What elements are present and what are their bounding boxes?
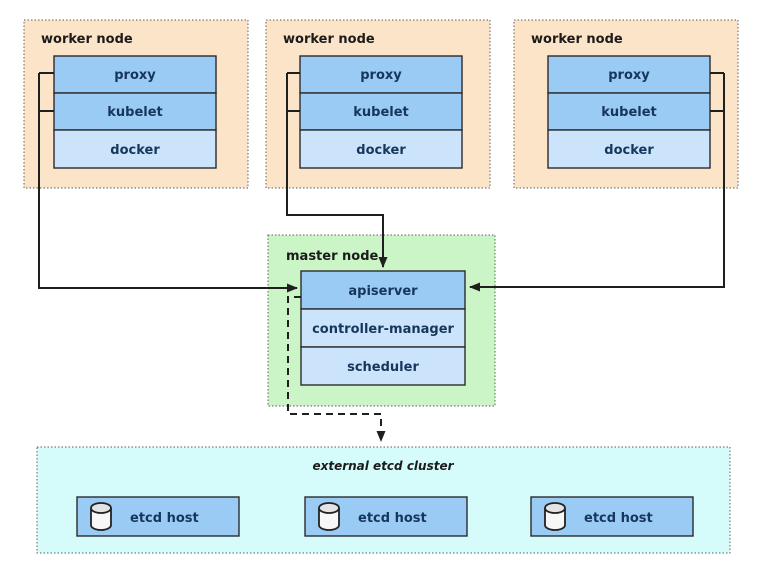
worker-2-docker-box [299,129,463,169]
worker-3-docker-label: docker [604,143,654,158]
worker-1-bracket-stubs [39,72,54,112]
worker-1-docker-box [53,129,217,169]
etcd-host-3: etcd host [530,496,694,537]
etcd-host-1-label: etcd host [130,511,199,526]
master-scheduler-box [300,346,466,386]
worker-3-docker-box [547,129,711,169]
worker-2-kubelet-label: kubelet [353,105,409,120]
worker-3-bracket-stubs [710,72,724,112]
worker-node-3-title: worker node [531,32,623,47]
worker-1-proxy-label: proxy [114,68,156,83]
worker-2-bracket-stubs [287,72,300,112]
worker-3-proxy-box [547,55,711,94]
worker-1-to-apiserver-arrow [38,73,298,293]
etcd-host-2: etcd host [304,496,468,537]
worker-3-proxy-label: proxy [608,68,650,83]
worker-node-3: worker node proxy kubelet docker [513,19,739,189]
worker-node-1: worker node proxy kubelet docker [23,19,249,189]
external-etcd-cluster: external etcd cluster etcd host etcd hos… [36,446,731,554]
master-apiserver-box [300,270,466,310]
database-icon [318,502,340,531]
master-node: master node apiserver controller-manager… [267,234,496,407]
worker-node-2: worker node proxy kubelet docker [265,19,491,189]
worker-node-1-title: worker node [41,32,133,47]
worker-2-proxy-label: proxy [360,68,402,83]
worker-3-kubelet-label: kubelet [601,105,657,120]
worker-2-docker-label: docker [356,143,406,158]
etcd-host-3-label: etcd host [584,511,653,526]
worker-1-proxy-box [53,55,217,94]
worker-2-proxy-box [299,55,463,94]
worker-2-to-apiserver-arrow [286,73,388,268]
etcd-host-2-label: etcd host [358,511,427,526]
connectors [38,72,725,442]
master-scheduler-label: scheduler [347,360,419,375]
database-icon [90,502,112,531]
worker-1-docker-label: docker [110,143,160,158]
master-apiserver-label: apiserver [348,284,418,299]
worker-1-kubelet-label: kubelet [107,105,163,120]
master-node-title: master node [286,249,379,264]
etcd-host-1: etcd host [76,496,240,537]
master-controller-manager-label: controller-manager [312,322,454,337]
database-icon [544,502,566,531]
worker-3-to-apiserver-arrow [469,73,725,292]
worker-node-2-title: worker node [283,32,375,47]
etcd-cluster-title: external etcd cluster [312,459,454,473]
apiserver-to-etcd-dashed-arrow [287,296,386,442]
